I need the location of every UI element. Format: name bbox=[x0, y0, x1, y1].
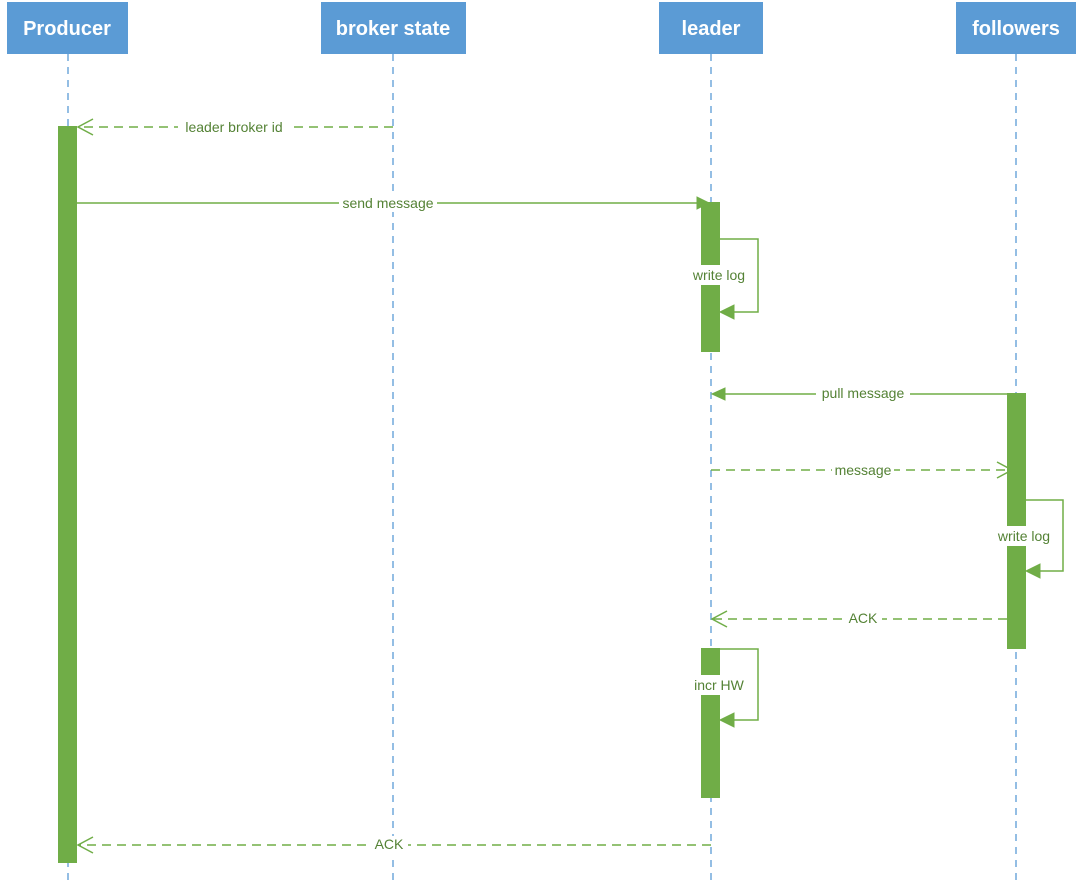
open-arrowhead-icon bbox=[76, 836, 94, 854]
participant-leader-label: leader bbox=[682, 18, 741, 40]
solid-arrowhead-icon bbox=[718, 304, 735, 320]
message-label: incr HW bbox=[694, 677, 745, 693]
message-label: send message bbox=[342, 195, 433, 211]
participant-broker-state: broker state bbox=[321, 2, 466, 54]
open-arrowhead-icon bbox=[996, 461, 1014, 479]
participant-followers: followers bbox=[956, 2, 1076, 54]
message-ack-producer: ACK bbox=[76, 836, 711, 854]
message-leader-broker-id: leader broker id bbox=[76, 118, 393, 136]
message-label: ACK bbox=[849, 610, 878, 626]
message-incr-hw: incr HW bbox=[688, 648, 759, 728]
message-label: write log bbox=[692, 267, 745, 283]
message-pull-message: pull message bbox=[710, 385, 1007, 403]
participant-followers-label: followers bbox=[972, 18, 1060, 40]
message-label: pull message bbox=[822, 385, 905, 401]
activation-followers bbox=[1007, 393, 1026, 649]
message-send-message: send message bbox=[77, 194, 711, 212]
solid-arrowhead-icon bbox=[1024, 563, 1041, 579]
solid-arrowhead-icon bbox=[718, 712, 735, 728]
open-arrowhead-icon bbox=[710, 610, 728, 628]
message-label: ACK bbox=[375, 836, 404, 852]
message-write-log-followers: write log bbox=[991, 499, 1064, 579]
message-label: leader broker id bbox=[185, 119, 282, 135]
participant-broker-state-label: broker state bbox=[336, 18, 451, 40]
message-message: message bbox=[711, 461, 1014, 479]
message-write-log-leader: write log bbox=[686, 238, 759, 320]
participant-producer-label: Producer bbox=[23, 18, 111, 40]
solid-arrowhead-icon bbox=[710, 387, 726, 401]
participant-leader: leader bbox=[659, 2, 763, 54]
message-ack-followers: ACK bbox=[710, 610, 1007, 628]
participant-producer: Producer bbox=[7, 2, 128, 54]
activation-leader-hw bbox=[701, 648, 720, 798]
message-label: message bbox=[835, 462, 892, 478]
activation-producer bbox=[58, 126, 77, 863]
solid-arrowhead-icon bbox=[696, 196, 711, 210]
message-label: write log bbox=[997, 528, 1050, 544]
open-arrowhead-icon bbox=[76, 118, 94, 136]
